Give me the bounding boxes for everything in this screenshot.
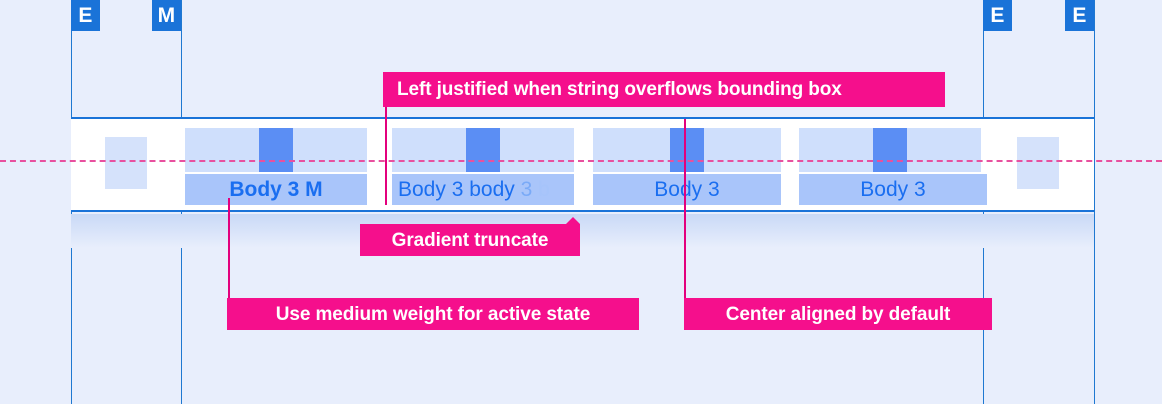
icon-band [799, 128, 981, 172]
guide-line-right-outer [1094, 0, 1095, 404]
container-bottom-fade [71, 214, 1094, 248]
badge-margin-left: M [152, 0, 181, 31]
label-text-truncated: Body 3 body 3 b [392, 174, 574, 205]
label-cell-center[interactable]: Body 3 [593, 128, 781, 205]
label-cell-active[interactable]: Body 3 M [185, 128, 367, 205]
label-text-center-last: Body 3 [799, 174, 987, 205]
label-cell-truncated[interactable]: Body 3 body 3 b [392, 128, 574, 205]
callout-notch-gradient-truncate [566, 217, 580, 224]
label-cell-center-last[interactable]: Body 3 [799, 128, 987, 205]
label-text-solid: Body 3 body [398, 178, 521, 201]
callout-medium-weight: Use medium weight for active state [227, 298, 639, 330]
edge-spacer-left [105, 137, 147, 189]
glyph-icon [259, 128, 293, 172]
edge-spacer-right [1017, 137, 1059, 189]
icon-band [392, 128, 574, 172]
label-text-fade-1: 3 [520, 178, 533, 201]
glyph-icon [466, 128, 500, 172]
connector-center-aligned [684, 119, 686, 298]
connector-medium-weight [228, 198, 230, 298]
badge-edge-right-outer: E [1065, 0, 1094, 31]
callout-gradient-truncate: Gradient truncate [360, 224, 580, 256]
badge-edge-left: E [71, 0, 100, 31]
connector-left-justified [385, 107, 387, 205]
label-text-center: Body 3 [593, 174, 781, 205]
glyph-icon [873, 128, 907, 172]
label-text-active: Body 3 M [185, 174, 367, 205]
callout-left-justified: Left justified when string overflows bou… [383, 72, 945, 107]
callout-center-aligned: Center aligned by default [684, 298, 992, 330]
glyph-icon [670, 128, 704, 172]
optical-centerline [0, 160, 1162, 162]
icon-band [593, 128, 781, 172]
badge-edge-right-inner: E [983, 0, 1012, 31]
icon-band [185, 128, 367, 172]
label-strip-container: Body 3 M Body 3 body 3 b Body 3 Body 3 [71, 117, 1094, 212]
label-text-fade-2: b [532, 178, 550, 201]
